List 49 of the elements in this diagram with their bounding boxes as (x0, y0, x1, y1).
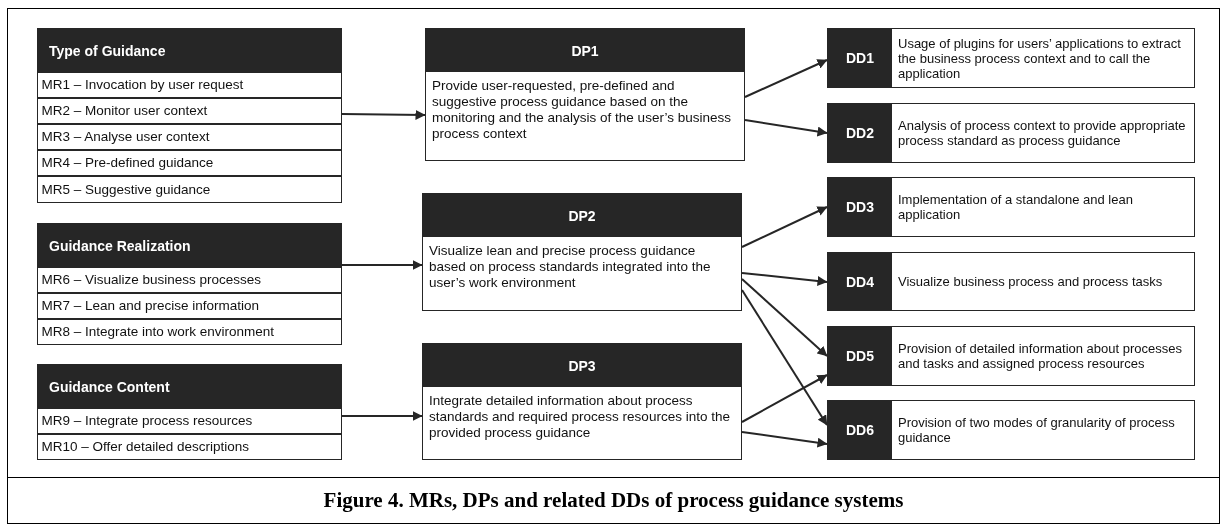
decision-box (827, 400, 1195, 460)
decision-id: DD1 (828, 29, 892, 87)
group-header: Guidance Content (38, 365, 341, 409)
requirement-row: MR4 – Pre-defined guidance (36, 149, 342, 176)
principle-header: DP2 (423, 194, 741, 237)
arrow (744, 59, 828, 98)
decision-text: Implementation of a standalone and lean application (897, 192, 1134, 222)
decision-text: Provision of detailed information about processes and tasks and assigned process resources (897, 341, 1183, 371)
principle-header: DP3 (423, 344, 741, 387)
decision-text: Visualize business process and process tasks (897, 274, 1164, 289)
principle-header: DP1 (426, 29, 744, 72)
arrow (741, 431, 828, 448)
principle-text: Visualize lean and precise process guidance based on process standards integrated into the user’s work environment (428, 242, 712, 292)
arrow (741, 278, 828, 357)
arrow (741, 374, 828, 423)
decision-id: DD4 (828, 253, 892, 310)
decision-box (827, 103, 1195, 163)
principle-text: Integrate detailed information about process standards and required process resources into the provided process guidance (428, 392, 731, 442)
decision-text: Analysis of process context to provide appropriate process standard as process guidance (897, 118, 1187, 148)
requirement-row: MR2 – Monitor user context (36, 97, 342, 124)
principle-box (422, 193, 742, 311)
figure-caption: Figure 4. MRs, DPs and related DDs of process guidance systems (7, 478, 1220, 524)
principle-text: Provide user-requested, pre-defined and suggestive process guidance based on the monitoring and the analysis of the user’s business process context (431, 77, 732, 143)
requirement-row: MR3 – Analyse user context (36, 123, 342, 150)
decision-id: DD5 (828, 327, 892, 385)
arrow (341, 260, 423, 270)
decision-text: Usage of plugins for users’ applications to extract the business process context and to call the application (897, 35, 1182, 81)
group-box (37, 28, 342, 203)
group-box (37, 364, 342, 460)
decision-id: DD2 (828, 104, 892, 162)
group-header: Guidance Realization (38, 224, 341, 268)
arrow (341, 109, 426, 120)
principle-box (425, 28, 745, 161)
requirement-row: MR7 – Lean and precise information (36, 292, 342, 319)
group-header: Type of Guidance (38, 29, 341, 73)
principle-box (422, 343, 742, 460)
decision-box (827, 28, 1195, 88)
decision-box (827, 326, 1195, 386)
decision-text: Provision of two modes of granularity of process guidance (897, 415, 1176, 445)
decision-id: DD3 (828, 178, 892, 236)
group-box (37, 223, 342, 345)
decision-box (827, 177, 1195, 237)
arrow (741, 206, 828, 248)
arrow (744, 119, 828, 137)
decision-id: DD6 (828, 401, 892, 459)
decision-box (827, 252, 1195, 311)
arrow (741, 289, 828, 426)
arrow (341, 411, 423, 421)
arrow (741, 272, 828, 286)
